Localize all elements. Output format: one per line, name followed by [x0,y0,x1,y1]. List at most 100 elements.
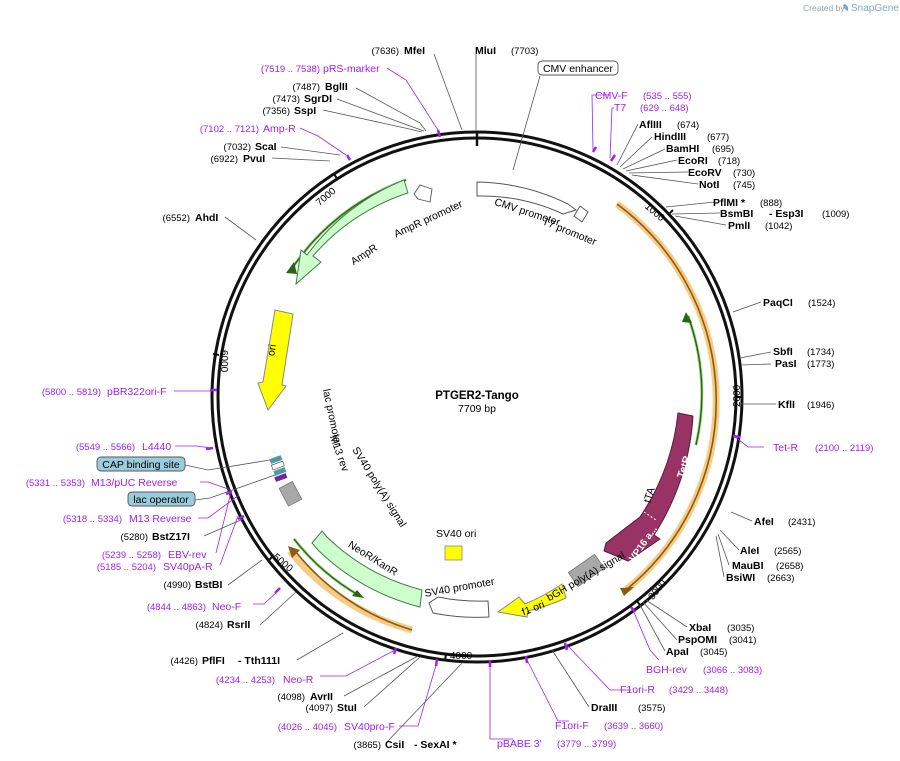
label-sv40-polya-signal: SV40 poly(A) signal [349,445,408,530]
cmv-promoter-arrow [476,181,578,215]
label-t7-promoter: T7 promoter [541,216,599,249]
tetr-orf-arrowhead [682,312,692,323]
site-pasi: PasI [775,358,797,370]
site-paqci: PaqCI [763,297,793,309]
site-pos-noti: (745) [733,180,755,191]
site-noti: NotI [699,179,719,191]
site-ecori: EcoRI [678,155,708,167]
primer-t7: T7 [614,102,626,114]
site-ecorv: EcoRV [688,167,722,179]
site-pos-sgrdi: (7473) [273,94,300,105]
primer-cmv-f: CMV-F [595,90,628,102]
site-pos-sspi: (7356) [263,106,290,117]
neor-inner-orf-line [293,538,361,597]
primer-neo-f: Neo-F [212,601,241,613]
primer-pos-pbr322ori-f: (5800 .. 5819) [42,387,101,398]
site-pos-scai: (7032) [224,142,251,153]
primer-neo-r: Neo-R [283,674,314,686]
site-avrii: AvrII [310,691,333,703]
site-sgrdi: SgrDI [304,93,332,105]
site-pos-xbai: (3035) [727,623,754,634]
label-bgh-polya-signal: bGH poly(A) signal [545,550,627,604]
primer-pos-neo-r: (4234 .. 4253) [216,675,275,686]
primer-pos-sv40pa-r: (5185 .. 5204) [97,562,156,573]
site-pos-avrii: (4098) [278,692,305,703]
f1-ori-feature-arrow [496,583,567,618]
cap-binding-site-label: CAP binding site [102,459,180,471]
site-pos-pmli: (1042) [765,221,792,232]
site-bglii: BglII [325,81,348,93]
t7-promoter-arrow [573,205,589,223]
lac-operator-mark [273,467,287,476]
tick-marks [212,173,741,662]
label-ampr-promoter: AmpR promoter [392,198,465,240]
site-ahdi: AhdI [195,212,218,224]
site-pos-afliii: (674) [677,120,699,131]
site-sspi: SspI [294,105,316,117]
cmv-enhancer-box [537,60,619,76]
label-f1-ori: f1 ori [520,599,546,619]
site-pmli: PmlI [728,220,750,232]
bgh-polya-signal-block [567,553,605,588]
ori-feature-arrow [257,309,294,412]
primer-pos-prs-marker: (7519 .. 7538) [261,64,320,75]
site-bstbi: BstBI [195,579,223,591]
site-pos-ecorv: (730) [733,168,755,179]
site-mlui: MluI [475,45,496,57]
tetr-vp16-junction [643,511,657,521]
site-pos-ecori: (718) [718,156,740,167]
site-pos-maubi: (2658) [776,561,803,572]
neor-inner-orf-arrowhead [352,590,364,598]
tick-label-1000: 1000 [642,201,666,224]
label-ampr: AmpR [349,242,380,268]
primer-pos-sv40pro-f: (4026 .. 4045) [278,722,337,733]
tick-label-2000: 2000 [732,384,743,407]
label-sv40-promoter: SV40 promoter [424,576,496,600]
primer-pos-t7: (629 .. 648) [640,103,689,114]
credit-brand: SnapGene [851,3,899,14]
site-pos-sbfi: (1734) [807,347,834,358]
primer-pos-m13-puc-reverse: (5331 .. 5353) [26,478,85,489]
primer-bgh-rev: BGH-rev [646,664,688,676]
ampr-feature-arrow [295,179,409,286]
label-m13-rev: M13 rev [327,434,352,474]
site-pvui: PvuI [243,153,265,165]
site-pos-paqci: (1524) [808,298,835,309]
site-bstz17i: BstZ17I [152,531,190,543]
primer-pos-f1ori-r: (3429 .. 3448) [669,685,728,696]
site-sbfi: SbfI [773,346,793,358]
ampr-promoter-arrow [413,184,433,203]
plasmid-name: PTGER2-Tango [435,390,518,402]
site-bamhi: BamHI [666,143,699,155]
site-scai: ScaI [255,141,277,153]
site-pos-csii: (3865) [354,740,381,751]
site-pos-bstz17i: (5280) [121,532,148,543]
site-pos-bamhi: (695) [712,144,734,155]
primer-pos-l4440: (5549 .. 5566) [76,442,135,453]
site-bsiwi: BsiWI [726,572,755,584]
cap-binding-site-box [96,456,186,472]
sv40-polya-signal-block [278,480,303,507]
tta-orf-arrowhead [620,587,634,596]
cap-binding-site-mark [269,455,283,464]
m13-rev-mark [274,473,288,482]
tetr-orf-line [687,315,703,446]
primer-amp-r: Amp-R [263,123,296,135]
tetr-vp16-feature-arrow [603,412,694,562]
site-bsmbi: BsmBI [720,208,753,220]
site-pos-bglii: (7487) [293,82,320,93]
primer-pbr322ori-f: pBR322ori-F [107,386,167,398]
tick-label-6000: 6000 [218,350,229,373]
site-pos-mfei: (7636) [372,46,399,57]
site-afei: AfeI [754,516,774,528]
primer-pos-ebv-rev: (5239 .. 5258) [102,550,161,561]
site-pos-pasi: (1773) [807,359,834,370]
site-pos-bsiwi: (2663) [767,573,794,584]
site-xbai: XbaI [689,622,711,634]
snapgene-logo-icon [843,4,849,11]
site-pos-mlui: (7703) [511,46,538,57]
site-maubi: MauBI [732,560,764,572]
site-pos-pspomi: (3041) [729,635,756,646]
ampr-orf-arrowhead [286,262,297,274]
